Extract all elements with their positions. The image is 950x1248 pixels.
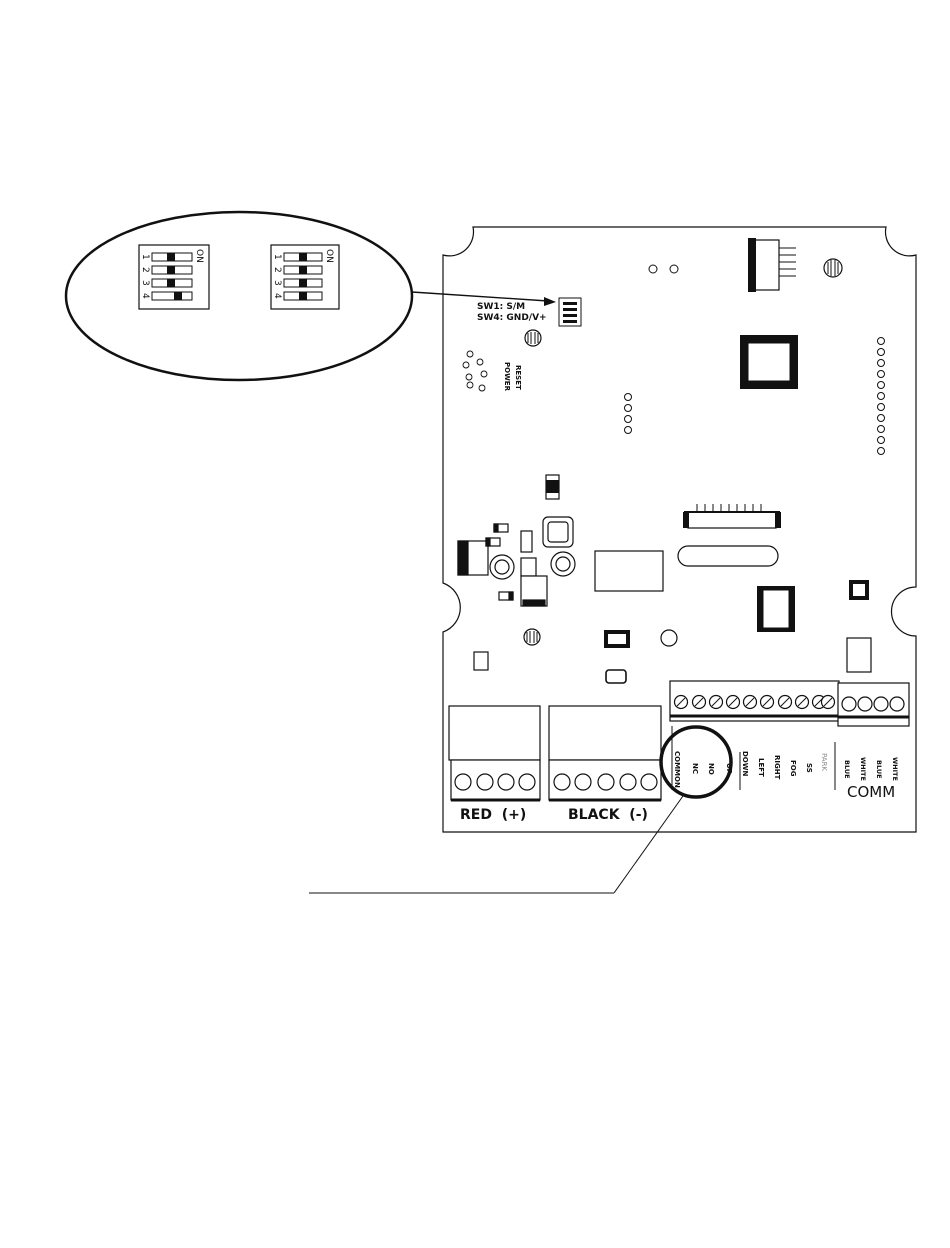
label-left: LEFT (757, 758, 765, 777)
board-dip-switch (559, 298, 581, 326)
led-pads (463, 351, 487, 391)
top-connector (748, 238, 796, 292)
label-comm-white-2: WHITE (891, 757, 899, 781)
dip-left-pos-3: 3 (140, 280, 150, 286)
transformer-block (595, 551, 663, 591)
label-fog: FOG (789, 760, 797, 777)
dip-right-pos-2: 2 (272, 267, 282, 273)
hole (649, 265, 657, 273)
label-comm-blue-1: BLUE (843, 760, 851, 779)
dip-right-pos-3: 3 (272, 280, 282, 286)
secondary-ic (757, 586, 795, 632)
label-comm-white-1: WHITE (859, 757, 867, 781)
header-pins-middle (625, 394, 632, 434)
capacitor (474, 652, 488, 670)
red-terminal-label: RED (+) (460, 807, 526, 823)
dip-right-pos-4: 4 (272, 293, 282, 299)
label-bracket (672, 726, 835, 790)
dip-switch-right: ON 1 2 3 4 (271, 245, 339, 309)
screw-bottom-left (524, 629, 540, 645)
reset-label: RESET (514, 365, 522, 390)
label-no: NO (707, 763, 715, 775)
control-terminal-strip (670, 681, 839, 721)
header-pins-right (878, 338, 885, 455)
label-comm-blue-2: BLUE (875, 760, 883, 779)
ribbon-connector (678, 504, 781, 566)
dip-right-on-label: ON (324, 249, 334, 263)
sw4-label: SW4: GND/V+ (477, 313, 547, 323)
dip-left-pos-2: 2 (140, 267, 150, 273)
label-down: DOWN (741, 751, 749, 776)
hole-large (661, 630, 677, 646)
dip-left-pos-4: 4 (140, 293, 150, 299)
screw-top-left (525, 330, 541, 346)
fuse-component (546, 475, 559, 499)
label-nc: NC (691, 763, 699, 774)
dip-right-pos-1: 1 (272, 254, 282, 260)
label-common: COMMON (673, 751, 681, 788)
terminal-block-red (449, 706, 540, 800)
dip-left-pos-1: 1 (140, 254, 150, 260)
comm-label: COMM (847, 783, 895, 801)
black-terminal-label: BLACK (-) (568, 807, 648, 823)
power-components (458, 517, 575, 606)
label-ss: SS (805, 763, 813, 773)
sw1-label: SW1: S/M (477, 302, 525, 312)
chip-8pin-right (849, 580, 869, 600)
crystal (606, 670, 626, 683)
dip-switch-callout: ON 1 2 3 4 ON 1 2 3 4 (66, 212, 412, 380)
main-ic (740, 335, 798, 389)
terminal-block-black (549, 706, 661, 800)
comm-terminal-block (838, 683, 909, 726)
hole (670, 265, 678, 273)
screw-top-right (824, 259, 842, 277)
dip-left-on-label: ON (194, 249, 204, 263)
power-label: POWER (503, 362, 511, 392)
label-right: RIGHT (773, 755, 781, 780)
dip-switch-left: ON 1 2 3 4 (139, 245, 209, 309)
chip-8pin-bottom (604, 630, 630, 648)
relay-component (847, 638, 871, 672)
label-park: PARK (820, 753, 828, 771)
